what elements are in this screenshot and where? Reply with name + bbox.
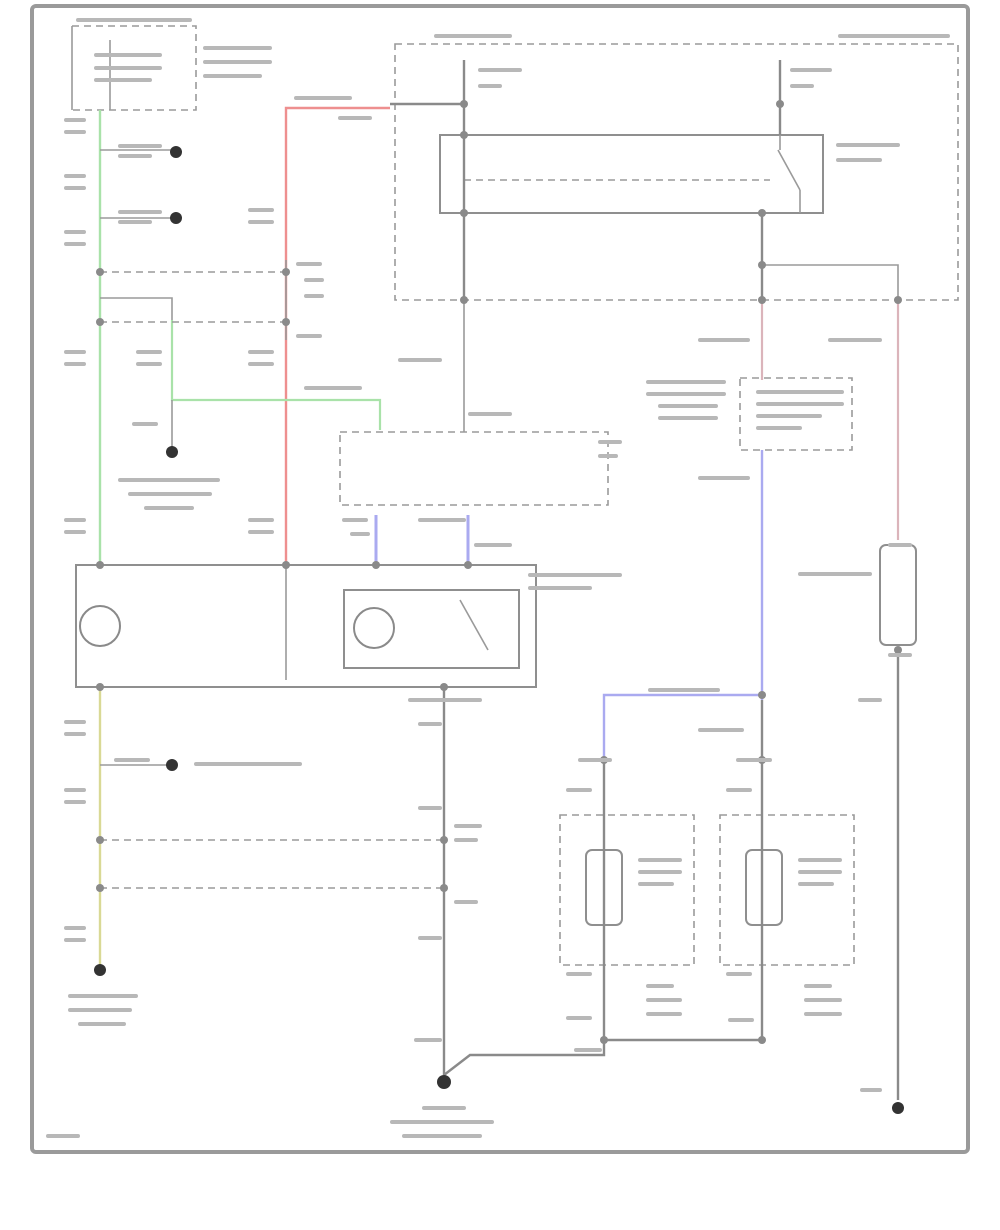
motor-icon: [79, 605, 121, 647]
right-fuse-component: [879, 544, 917, 646]
relay-switch-icon: [459, 599, 489, 651]
sensor-wires: [602, 760, 764, 1042]
relay-box-outline: [394, 43, 959, 301]
red-wire: [284, 106, 390, 565]
ground-icon: [166, 759, 178, 771]
illegible-label-marks: [46, 18, 950, 1138]
ground-icon: [170, 212, 182, 224]
relay-contact: [779, 135, 801, 213]
diagram-frame: [30, 4, 970, 1154]
ground-icon: [94, 964, 106, 976]
relay-rectangle: [439, 134, 824, 214]
pink-wire-right: [760, 300, 900, 540]
left-door-switch-box: [559, 814, 695, 966]
relay-branch-wire: [762, 264, 899, 300]
control-unit-outline: [339, 431, 609, 506]
pressure-switch-outline: [739, 377, 853, 451]
ground-icon: [892, 1102, 904, 1114]
motor-icon: [353, 607, 395, 649]
fuse-box-outline: [72, 25, 197, 111]
fuse-box-lines: [71, 26, 111, 110]
ground-icon: [166, 446, 178, 458]
fan-motor-block: [75, 564, 537, 688]
blue-wire-branch: [602, 693, 762, 760]
right-sensor-element: [745, 849, 783, 926]
fan-relay-inner-box: [343, 589, 520, 669]
ground-icon: [170, 146, 182, 158]
relay-switch-icon: [777, 149, 801, 191]
sensor-ground-return: [443, 1040, 606, 1076]
right-door-switch-box: [719, 814, 855, 966]
green-wire-tap: [100, 297, 173, 320]
ground-icon: [437, 1075, 451, 1089]
relay-right-wire: [760, 60, 782, 300]
green-wire-branch: [170, 320, 382, 430]
